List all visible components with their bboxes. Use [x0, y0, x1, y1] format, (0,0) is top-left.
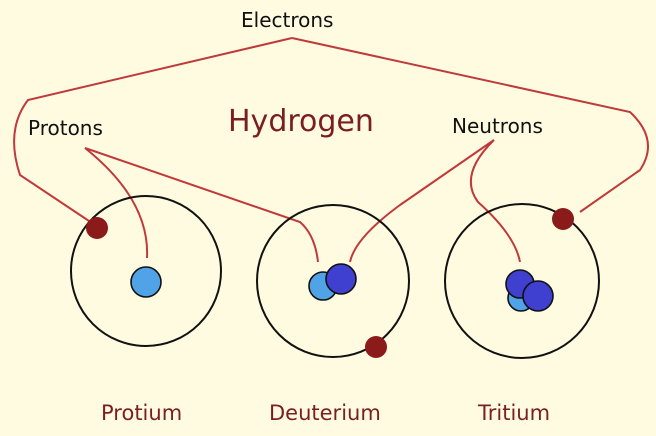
isotope-label-tritium: Tritium	[478, 401, 550, 425]
deuterium-electron	[365, 336, 387, 358]
electrons-label: Electrons	[241, 8, 333, 32]
protons-connector-deuterium	[85, 148, 318, 262]
neutrons-connector-tritium	[471, 140, 520, 262]
deuterium-neutron	[326, 264, 356, 294]
protons-label: Protons	[28, 116, 103, 140]
protium-proton	[131, 267, 161, 297]
tritium-neutron-2	[523, 281, 553, 311]
neutrons-label: Neutrons	[452, 114, 543, 138]
diagram-title: Hydrogen	[228, 104, 374, 139]
neutrons-connector-deuterium	[350, 140, 494, 262]
isotope-label-deuterium: Deuterium	[269, 401, 381, 425]
tritium-electron	[552, 208, 574, 230]
isotope-label-protium: Protium	[101, 401, 182, 425]
protium-electron	[86, 217, 108, 239]
